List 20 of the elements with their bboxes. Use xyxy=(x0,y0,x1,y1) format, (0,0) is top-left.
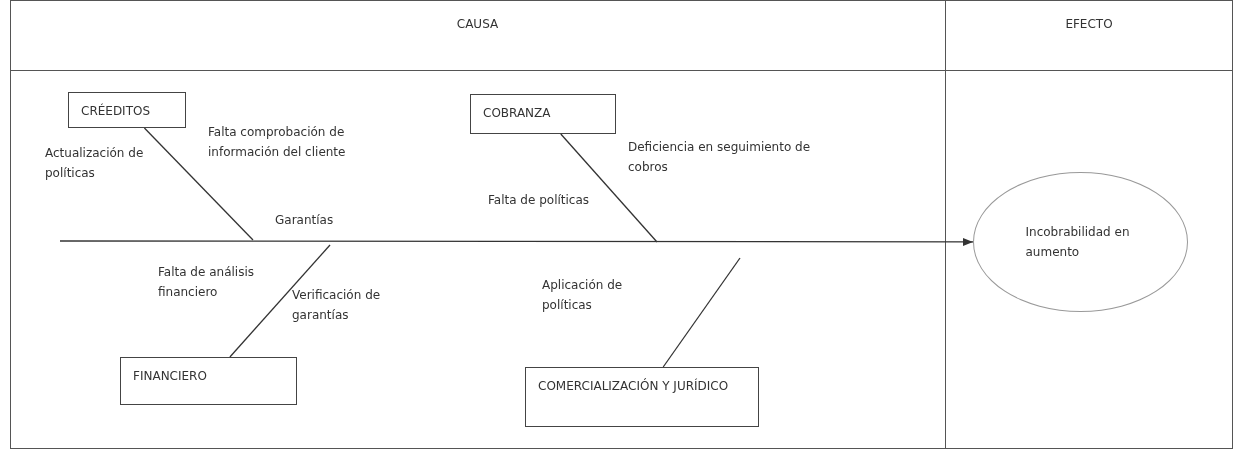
category-box: FINANCIERO xyxy=(120,357,297,405)
cause-text: Actualización de políticas xyxy=(45,146,144,180)
column-header: CAUSA xyxy=(456,17,499,31)
bone-line xyxy=(143,127,254,241)
category-box: COBRANZA xyxy=(470,94,616,134)
category-box: COMERCIALIZACIÓN Y JURÍDICO xyxy=(525,367,759,427)
cause-text: Verificación de garantías xyxy=(292,288,381,322)
column-header: EFECTO xyxy=(1065,17,1113,31)
cause-text: Garantías xyxy=(275,213,334,227)
effect-ellipse: Incobrabilidad en aumento xyxy=(973,172,1188,312)
cause-text: Falta comprobación de información del cliente xyxy=(208,125,346,159)
bone-line xyxy=(662,257,741,368)
spine-arrow xyxy=(59,237,974,247)
cause-text: Falta de análisis financiero xyxy=(158,265,254,299)
cause-text: Falta de políticas xyxy=(488,193,590,207)
cause-text: Deficiencia en seguimiento de cobros xyxy=(628,140,811,174)
category-box: CRÉEDITOS xyxy=(68,92,186,128)
bone-line xyxy=(560,133,658,243)
bone-line xyxy=(229,244,331,358)
cause-text: Aplicación de políticas xyxy=(542,278,623,312)
